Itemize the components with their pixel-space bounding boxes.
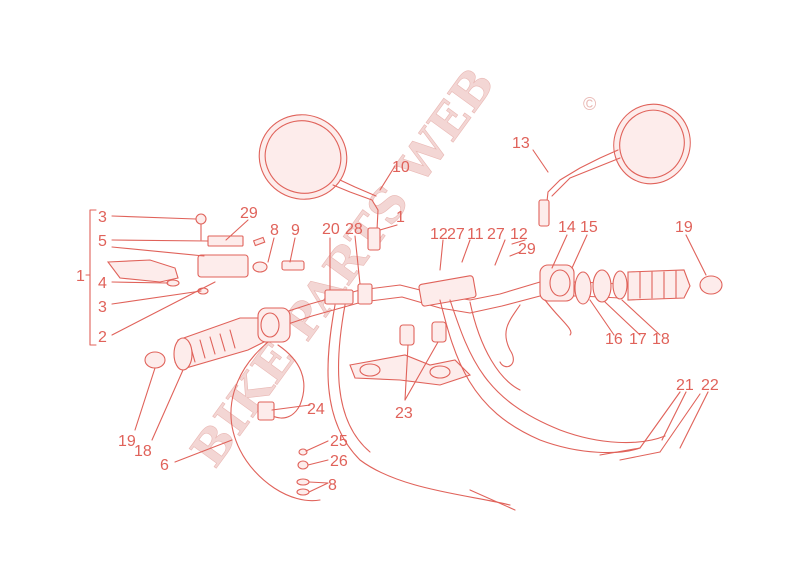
callout-12-right: 12 [510,226,528,243]
callout-9: 9 [291,222,300,239]
callout-14: 14 [558,219,576,236]
right-mirror [538,103,691,227]
callout-labels: 3 5 1 4 3 2 29 8 9 20 28 1 10 12 27 11 2… [76,135,719,494]
callout-8-lower: 8 [328,477,337,494]
callout-11: 11 [467,226,484,243]
callout-1-center: 1 [396,209,405,226]
callout-8-upper: 8 [270,222,279,239]
callout-6: 6 [160,457,169,474]
callout-19-right: 19 [675,219,693,236]
callout-15: 15 [580,219,598,236]
group-bracket [89,209,97,346]
callout-27-left: 27 [447,226,465,243]
callout-4: 4 [98,275,107,292]
callout-24: 24 [307,401,325,418]
copyright-symbol: © [583,94,596,114]
callout-5: 5 [98,233,107,250]
cables [230,299,701,511]
callout-26: 26 [330,453,348,470]
callout-17: 17 [629,331,647,348]
callout-3-lower: 3 [98,299,107,316]
callout-22: 22 [701,377,719,394]
right-grip [539,264,723,305]
callout-29-right: 29 [518,241,536,258]
callout-28: 28 [345,221,363,238]
clamps [349,321,472,386]
callout-3-upper: 3 [98,209,107,226]
leader-lines [111,149,709,493]
callout-20: 20 [322,221,340,238]
callout-12-left: 12 [430,226,448,243]
callout-18-left: 18 [134,443,152,460]
callout-19-left: 19 [118,433,136,450]
callout-18-right: 18 [652,331,670,348]
callout-29-left: 29 [240,205,258,222]
callout-10: 10 [392,159,410,176]
callout-23: 23 [395,405,413,422]
callout-16: 16 [605,331,623,348]
left-mirror [258,114,381,251]
left-grip [144,307,291,371]
callout-27-right: 27 [487,226,505,243]
callout-1-group: 1 [76,268,85,285]
callout-25: 25 [330,433,348,450]
callout-21: 21 [676,377,694,394]
callout-2: 2 [98,329,107,346]
callout-13: 13 [512,135,530,152]
